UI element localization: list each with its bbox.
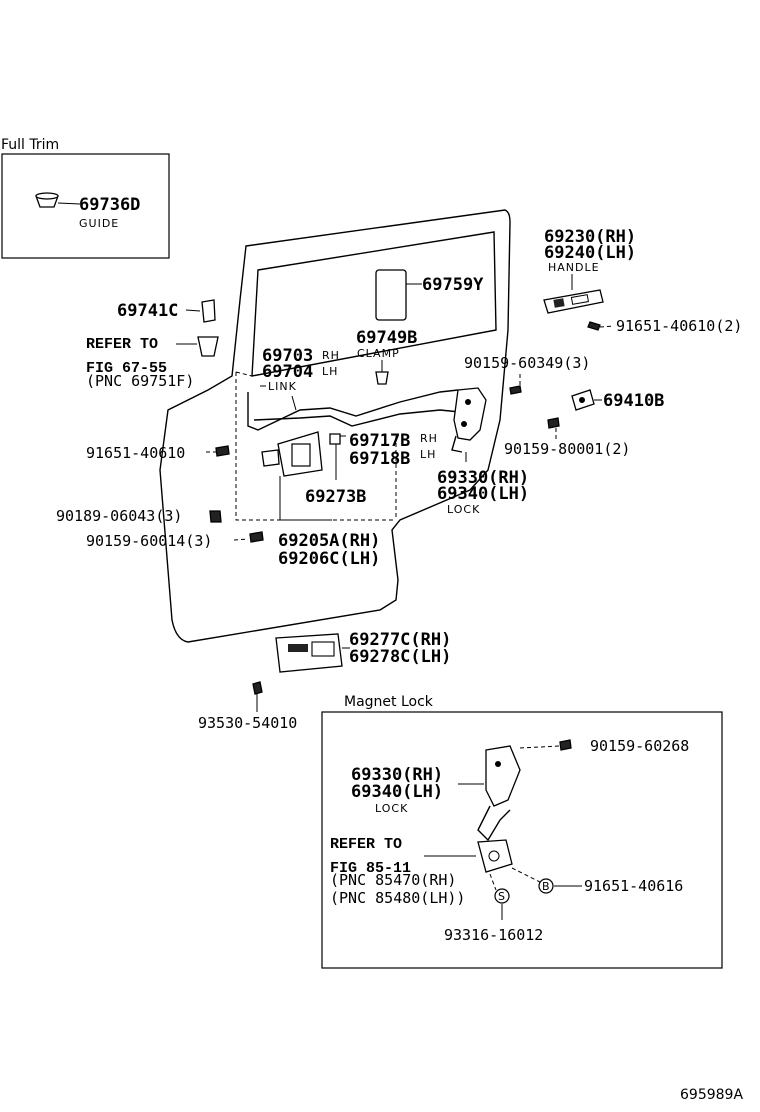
nut-icon <box>209 510 222 523</box>
part-number-69749b: 69749B <box>356 328 417 348</box>
part-number-91651-40610: 91651-40610 <box>86 444 185 462</box>
part-number-69230: 69230(RH) <box>544 227 636 247</box>
part-number-90159-60268: 90159-60268 <box>590 737 689 755</box>
part-number-69736d: 69736D <box>79 195 140 215</box>
part-name-guide: GUIDE <box>79 217 119 230</box>
part-number-69330-b: 69330(RH) <box>351 765 443 785</box>
fig-85-11-label: FIG 85-11 <box>330 860 411 877</box>
magnet-lock-box <box>321 711 723 969</box>
part-name-handle: HANDLE <box>548 261 600 274</box>
part-number-90159-60349: 90159-60349(3) <box>464 354 590 372</box>
part-number-90159-60014: 90159-60014(3) <box>86 532 212 550</box>
clip-icon <box>201 299 216 323</box>
part-number-69340-a: 69340(LH) <box>437 484 529 504</box>
weatherstrip-cover-icon <box>375 269 407 321</box>
part-number-69410b: 69410B <box>603 391 664 411</box>
screw-icon-5 <box>252 681 263 695</box>
striker-icon <box>571 389 595 411</box>
full-trim-box <box>1 153 170 259</box>
door-lock-assembly-icon <box>451 387 487 453</box>
pnc-85470-label: (PNC 85470(RH) <box>330 871 456 889</box>
bolt-icon <box>509 385 522 395</box>
screw-icon-2 <box>547 417 560 429</box>
part-number-69741c: 69741C <box>117 301 178 321</box>
b-mark-icon <box>538 878 554 894</box>
refer-to-label-1: REFER TO <box>86 336 158 353</box>
part-number-69704: 69704 <box>262 362 313 382</box>
inside-handle-frame-icon <box>261 431 341 477</box>
rh-small-label-2: RH <box>420 432 438 445</box>
part-number-69205a: 69205A(RH) <box>278 531 380 551</box>
part-name-link: LINK <box>268 380 297 393</box>
part-number-69718b: 69718B <box>349 449 410 469</box>
s-mark-icon <box>494 888 510 904</box>
b-mark-label: B <box>542 880 551 893</box>
screw-icon-3 <box>215 445 230 457</box>
part-name-lock-a: LOCK <box>447 503 480 516</box>
link-rod-icon <box>247 389 461 431</box>
part-name-lock-b: LOCK <box>375 802 408 815</box>
part-number-69703: 69703 <box>262 346 313 366</box>
inside-handle-bezel-icon <box>275 633 343 673</box>
part-number-69277c: 69277C(RH) <box>349 630 451 650</box>
refer-to-label-2: REFER TO <box>330 836 402 853</box>
screw-icon <box>587 321 601 331</box>
part-number-90189-06043: 90189-06043(3) <box>56 507 182 525</box>
diagram-id: 695989A <box>680 1087 743 1103</box>
clamp-icon <box>375 371 389 385</box>
outside-handle-icon <box>543 289 604 314</box>
lh-small-label: LH <box>322 365 338 378</box>
part-name-clamp: CLAMP <box>357 347 400 360</box>
part-number-69278c: 69278C(LH) <box>349 647 451 667</box>
fig-67-55-label: FIG 67-55 <box>86 360 167 377</box>
part-number-93316-16012: 93316-16012 <box>444 926 543 944</box>
part-number-69206c: 69206C(LH) <box>278 549 380 569</box>
rh-small-label: RH <box>322 349 340 362</box>
part-number-91651-40616: 91651-40616 <box>584 877 683 895</box>
part-number-69273b: 69273B <box>305 487 366 507</box>
section-title-magnet-lock: Magnet Lock <box>344 694 434 710</box>
s-mark-label: S <box>498 890 506 903</box>
magnet-lock-assembly-icon <box>477 745 521 873</box>
part-number-93530-54010: 93530-54010 <box>198 714 297 732</box>
pnc-85480-label: (PNC 85480(LH)) <box>330 889 465 907</box>
screw-icon-6 <box>559 739 572 751</box>
lh-small-label-2: LH <box>420 448 436 461</box>
pad-icon <box>197 336 219 357</box>
part-number-69330-a: 69330(RH) <box>437 468 529 488</box>
part-number-69717b: 69717B <box>349 431 410 451</box>
part-number-69340-b: 69340(LH) <box>351 782 443 802</box>
part-number-91651-40610-2: 91651-40610(2) <box>616 317 742 335</box>
section-title-full-trim: Full Trim <box>1 137 59 153</box>
part-number-90159-80001: 90159-80001(2) <box>504 440 630 458</box>
part-number-69759y: 69759Y <box>422 275 484 295</box>
guide-part-icon <box>35 192 59 208</box>
rear-door-outline <box>159 209 511 643</box>
part-number-69240: 69240(LH) <box>544 243 636 263</box>
pnc-69751f-label: (PNC 69751F) <box>86 372 194 390</box>
screw-icon-4 <box>249 531 264 543</box>
